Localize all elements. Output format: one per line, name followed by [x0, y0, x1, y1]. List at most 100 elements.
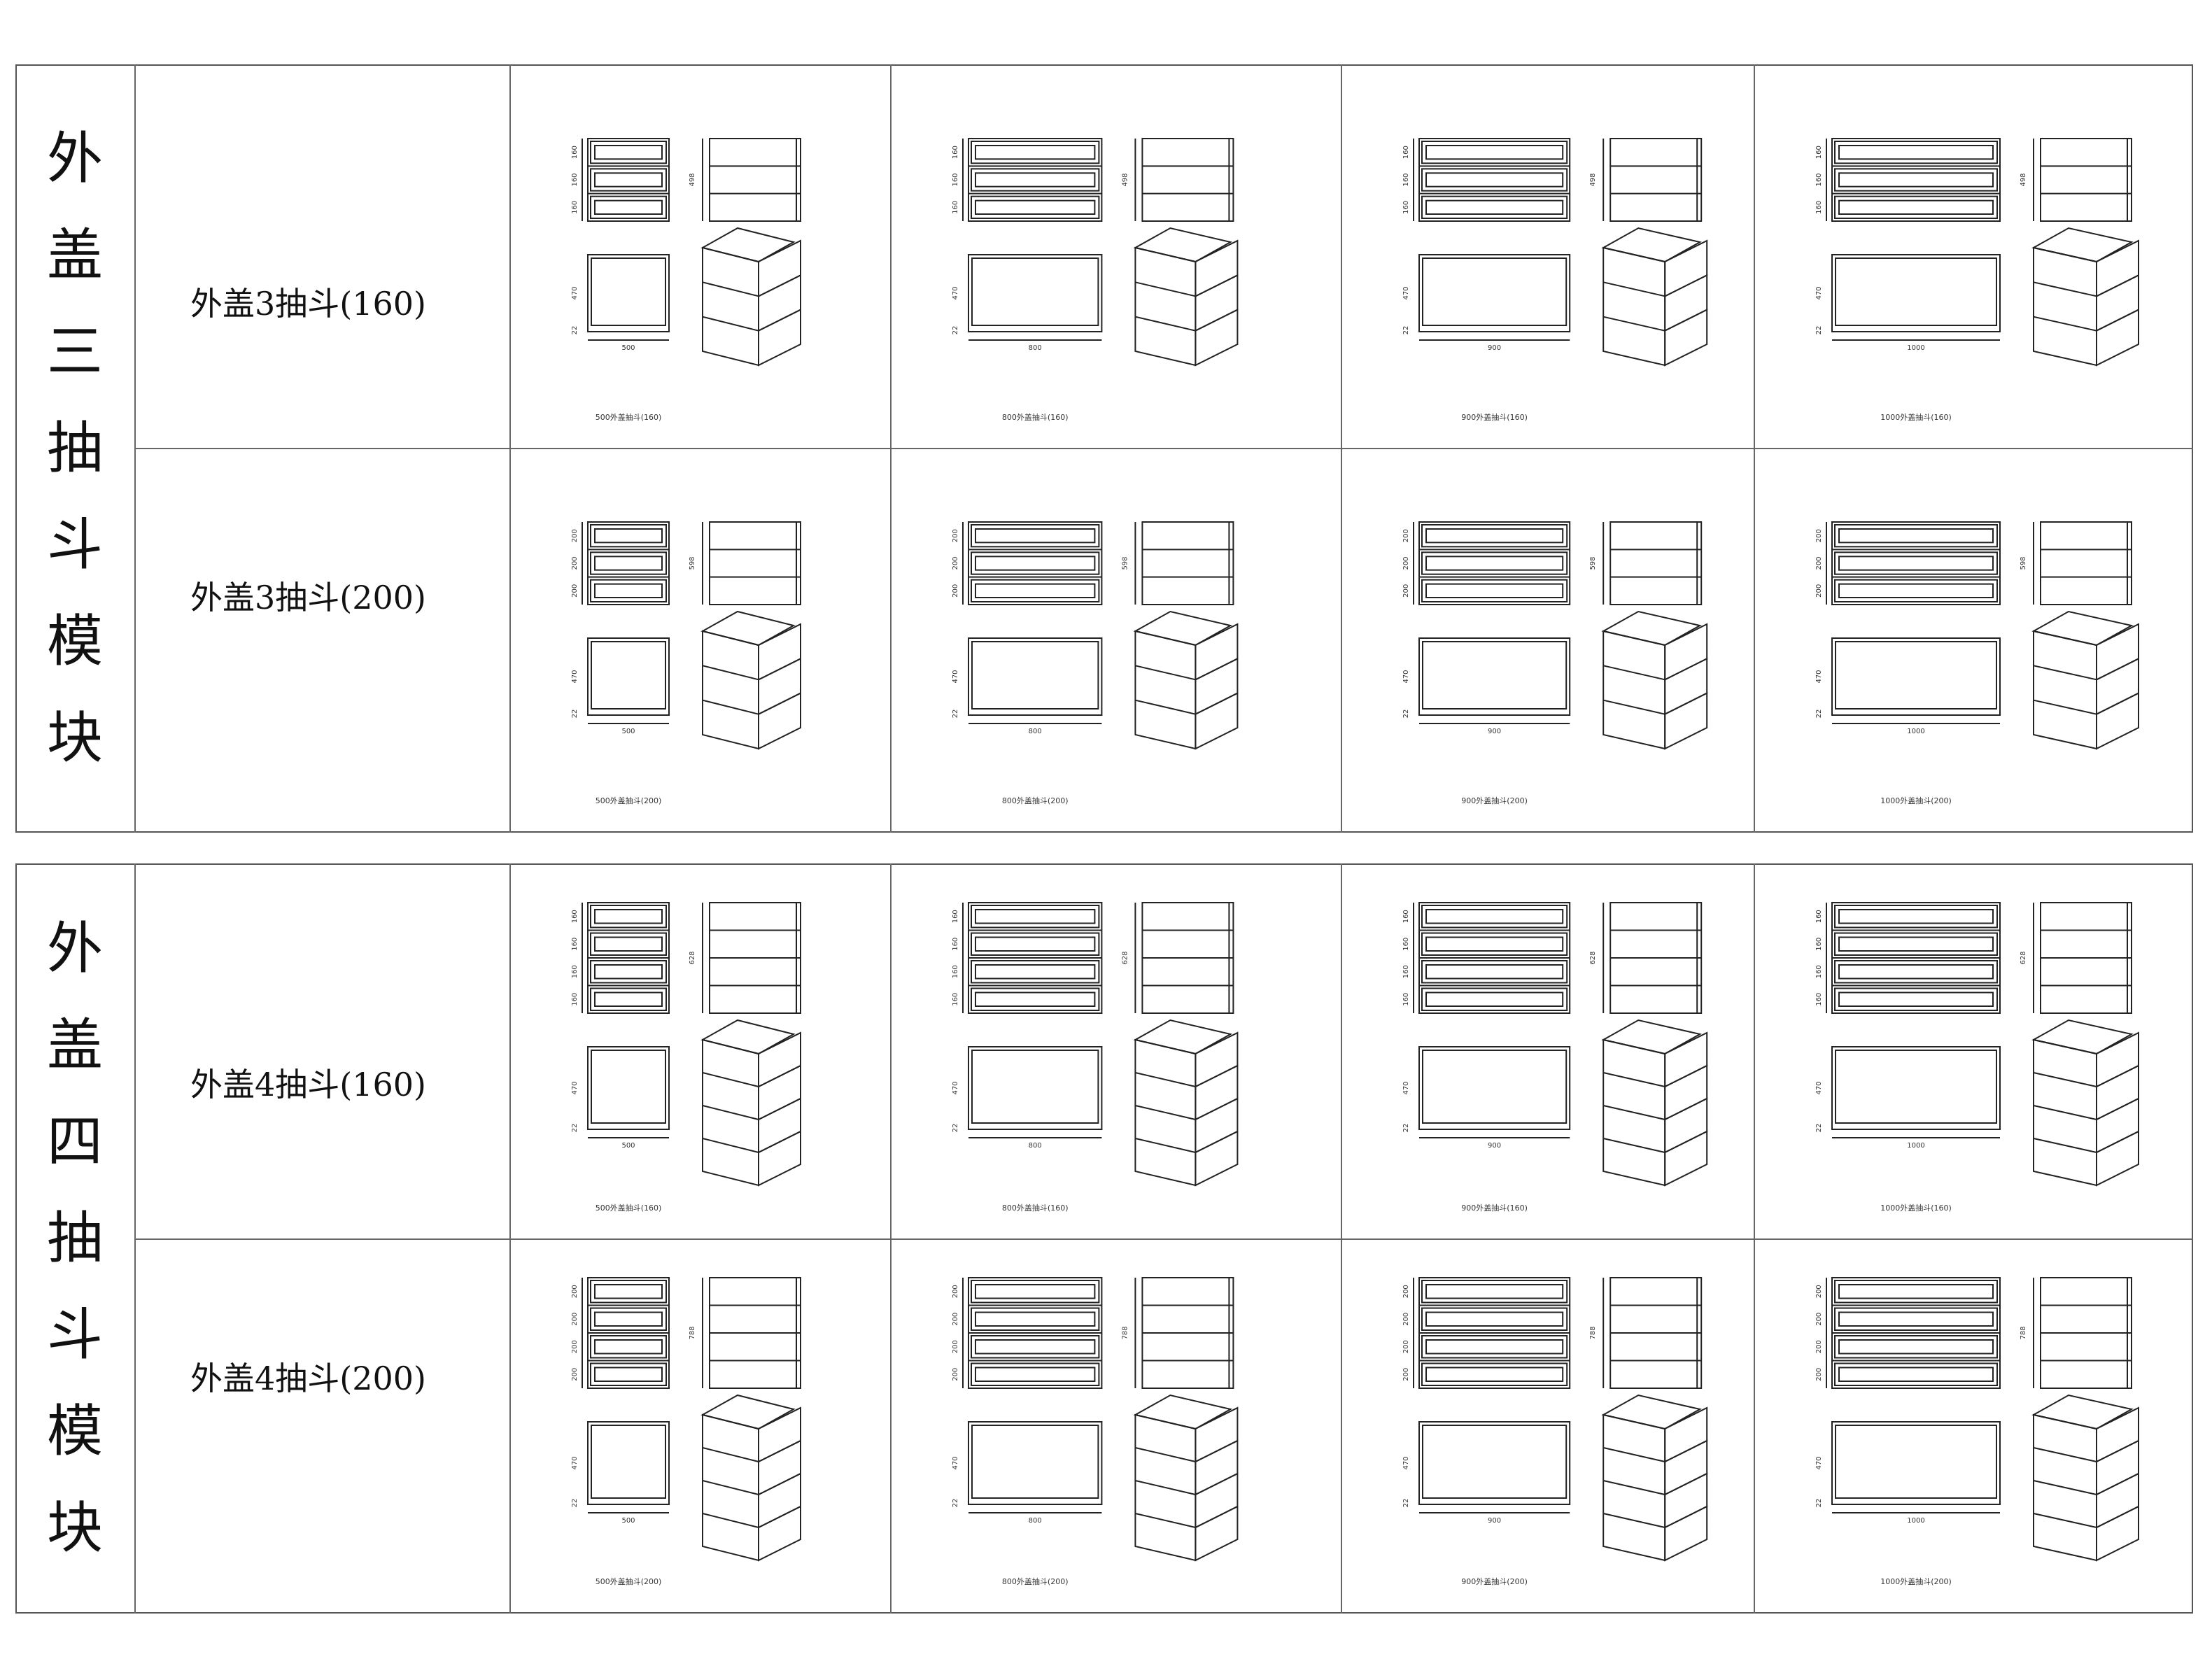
drawer-front [1421, 195, 1568, 220]
dimension-label: 200 [952, 1368, 959, 1381]
width-dimension-label: 800 [1029, 1142, 1042, 1150]
drawer-front [1421, 1362, 1568, 1386]
iso-drawer-edge [2033, 247, 2097, 262]
module-title-3-drawer: 外 盖 三 抽 斗 模 块 [15, 64, 134, 833]
dimension-label: 200 [1815, 556, 1823, 570]
isometric-view [1133, 1019, 1239, 1187]
iso-drawer-front [1664, 692, 1708, 750]
drawer-panel [975, 936, 1096, 952]
drawer-panel [1425, 199, 1564, 216]
width-dimension-label: 1000 [1907, 1142, 1924, 1150]
drawing-caption: 900外盖抽斗(160) [1461, 412, 1528, 422]
iso-drawer-edge [1602, 1513, 1665, 1528]
iso-drawer-edge [702, 1447, 759, 1462]
row-label: 外盖4抽斗(160) [190, 1066, 426, 1103]
plan-inner [1835, 1425, 1997, 1499]
drawer-front [1421, 579, 1568, 603]
isometric-view [1601, 227, 1708, 367]
dimension-label: 200 [1402, 1285, 1410, 1298]
drawer-panel [1425, 964, 1564, 980]
iso-drawer-edge [2033, 1105, 2097, 1120]
side-elevation: 598 [1589, 521, 1703, 605]
iso-drawer-front [2096, 1031, 2139, 1088]
iso-drawer-front [1195, 239, 1239, 297]
iso-drawer-front [758, 1439, 801, 1496]
dimension-label: 160 [952, 146, 959, 159]
side-outline [1141, 138, 1234, 222]
iso-drawer-edge [1135, 316, 1196, 332]
row-label: 外盖3抽斗(160) [190, 285, 426, 323]
iso-drawer-front [758, 692, 801, 750]
dimension-label: 160 [1815, 910, 1823, 923]
drawing-caption: 500外盖抽斗(160) [596, 1203, 662, 1213]
dimension-label: 22 [1815, 710, 1823, 719]
dimension-label: 160 [952, 173, 959, 186]
iso-top [1601, 1394, 1702, 1430]
drawer-panel [1838, 964, 1994, 980]
plan-inner [1422, 257, 1568, 326]
drawer-front [590, 960, 667, 984]
drawer-front [971, 905, 1100, 929]
isometric-view [2031, 610, 2139, 750]
drawer-front [1834, 524, 1998, 548]
dimension-label: 160 [1402, 993, 1410, 1006]
drawer-panel [975, 1367, 1096, 1382]
drawer-front [1834, 1280, 1998, 1304]
drawer-panel [1838, 556, 1994, 571]
drawing-caption: 500外盖抽斗(200) [596, 1576, 662, 1586]
iso-drawer-front [2096, 309, 2139, 367]
side-elevation: 498 [689, 138, 801, 222]
dimension-label: 200 [1815, 1368, 1823, 1381]
iso-drawer-front [758, 1097, 801, 1154]
iso-top [1133, 610, 1233, 647]
dimension-label: 160 [571, 201, 579, 214]
iso-drawer-edge [1135, 1414, 1196, 1430]
iso-drawer-front [1664, 657, 1708, 716]
side-outline [2040, 521, 2132, 605]
iso-drawer-edge [1602, 281, 1665, 297]
drawer-front [590, 579, 667, 603]
plan-inner [1422, 1425, 1568, 1499]
plan-inner [1835, 641, 1997, 710]
drawer-front [1834, 960, 1998, 984]
iso-drawer-front [1195, 1031, 1239, 1088]
iso-drawer-edge [1602, 247, 1665, 262]
iso-side [1134, 246, 1197, 367]
isometric-view [2031, 227, 2139, 367]
iso-drawer-edge [702, 247, 759, 262]
iso-drawer-edge [702, 630, 759, 646]
drawer-panel [975, 199, 1096, 216]
drawer-front [971, 1362, 1100, 1386]
drawer-panel [1838, 528, 1994, 544]
module-title-char: 模 [47, 609, 103, 674]
module-title-char: 盖 [47, 223, 103, 288]
iso-drawer-front [2096, 1097, 2139, 1154]
iso-drawer-front [758, 1406, 801, 1463]
iso-top [2031, 227, 2134, 263]
iso-drawer-edge [702, 665, 759, 681]
dimension-label: 160 [952, 993, 959, 1006]
iso-drawer-front [1664, 274, 1708, 332]
drawer-panel [1838, 1311, 1994, 1327]
drawing-caption: 1000外盖抽斗(200) [1880, 796, 1952, 805]
width-dimension-label: 800 [1029, 344, 1042, 352]
dimension-label: 160 [571, 993, 579, 1006]
plan-outline [968, 1421, 1103, 1505]
iso-top [2031, 1019, 2134, 1055]
dimension-label: 200 [571, 556, 579, 570]
isometric-view [2031, 1019, 2139, 1187]
iso-drawer-front [758, 1064, 801, 1121]
drawer-panel [1425, 909, 1564, 924]
